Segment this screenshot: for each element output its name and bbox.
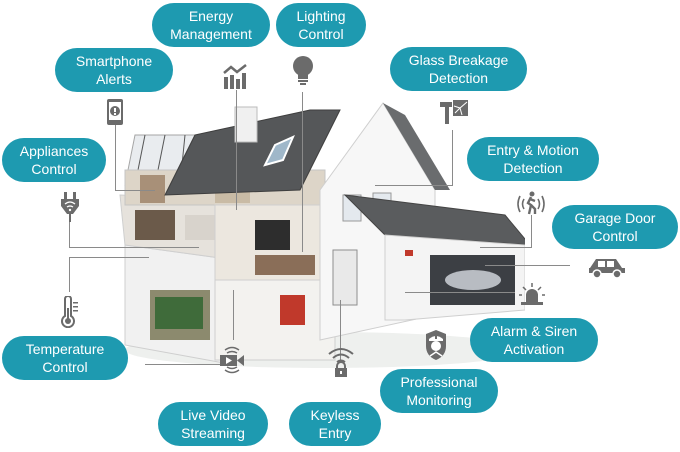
- pill-line-2: Entry: [318, 425, 352, 441]
- connector-line: [115, 125, 116, 190]
- car-icon: [588, 256, 626, 278]
- connector-line: [69, 257, 149, 258]
- motion-sensor-icon: [514, 190, 548, 218]
- connector-line: [69, 220, 70, 248]
- connector-line: [69, 257, 70, 292]
- pill-line-1: Professional: [400, 374, 478, 390]
- pill-line-2: Activation: [503, 341, 565, 357]
- pill-line-1: Glass Breakage: [408, 52, 509, 68]
- connector-line: [480, 247, 532, 248]
- pill-line-2: Detection: [503, 160, 563, 176]
- connector-line: [375, 185, 453, 186]
- pill-line-1: Live Video: [180, 407, 246, 423]
- video-camera-icon: [219, 345, 245, 375]
- pill-line-1: Temperature: [25, 341, 105, 357]
- connector-line: [236, 90, 237, 210]
- pill-line-1: Entry & Motion: [487, 142, 579, 158]
- connector-line: [452, 130, 453, 185]
- security-guard-icon: [424, 330, 448, 362]
- connector-line: [485, 265, 570, 266]
- feature-alarm-siren-activation: Alarm & Siren Activation: [470, 318, 598, 362]
- pill-line-2: Alerts: [96, 71, 132, 87]
- pill-line-1: Appliances: [19, 143, 89, 159]
- pill-line-2: Control: [298, 26, 344, 42]
- feature-temperature-control: Temperature Control: [2, 336, 128, 380]
- house-cutaway-illustration: [105, 75, 525, 375]
- wireless-lock-icon: [328, 346, 354, 378]
- hammer-glass-icon: [440, 98, 470, 128]
- pill-line-2: Control: [31, 161, 77, 177]
- pill-line-2: Monitoring: [406, 392, 472, 408]
- pill-line-1: Smartphone: [75, 53, 153, 69]
- energy-chart-icon: [222, 63, 250, 89]
- connector-line: [115, 190, 155, 191]
- light-bulb-icon: [292, 55, 314, 87]
- connector-line: [405, 292, 515, 293]
- pill-line-1: Keyless: [310, 407, 360, 423]
- feature-lighting-control: Lighting Control: [276, 3, 366, 47]
- connector-line: [69, 247, 199, 248]
- pill-line-2: Control: [592, 228, 638, 244]
- connector-line: [233, 290, 234, 340]
- pill-line-2: Control: [42, 359, 88, 375]
- feature-live-video-streaming: Live Video Streaming: [158, 402, 268, 446]
- connector-line: [340, 300, 341, 360]
- feature-entry-motion-detection: Entry & Motion Detection: [467, 137, 599, 181]
- feature-garage-door-control: Garage Door Control: [552, 205, 678, 249]
- pill-line-2: Management: [170, 26, 252, 42]
- feature-appliances-control: Appliances Control: [2, 138, 106, 182]
- pill-line-1: Energy: [188, 8, 234, 24]
- connector-line: [302, 92, 303, 252]
- smart-plug-icon: [60, 192, 80, 222]
- pill-line-1: Garage Door: [574, 210, 656, 226]
- feature-professional-monitoring: Professional Monitoring: [380, 369, 498, 413]
- feature-energy-management: Energy Management: [152, 3, 270, 47]
- siren-icon: [518, 282, 546, 306]
- feature-keyless-entry: Keyless Entry: [289, 402, 381, 446]
- feature-glass-breakage-detection: Glass Breakage Detection: [390, 47, 527, 91]
- pill-line-2: Streaming: [181, 425, 245, 441]
- smartphone-alert-icon: [106, 98, 124, 126]
- pill-line-1: Lighting: [296, 8, 346, 24]
- connector-line: [531, 215, 532, 247]
- pill-line-2: Detection: [428, 70, 489, 86]
- thermometer-icon: [60, 296, 80, 328]
- feature-smartphone-alerts: Smartphone Alerts: [55, 48, 173, 92]
- connector-line: [145, 364, 220, 365]
- pill-line-1: Alarm & Siren: [490, 323, 578, 339]
